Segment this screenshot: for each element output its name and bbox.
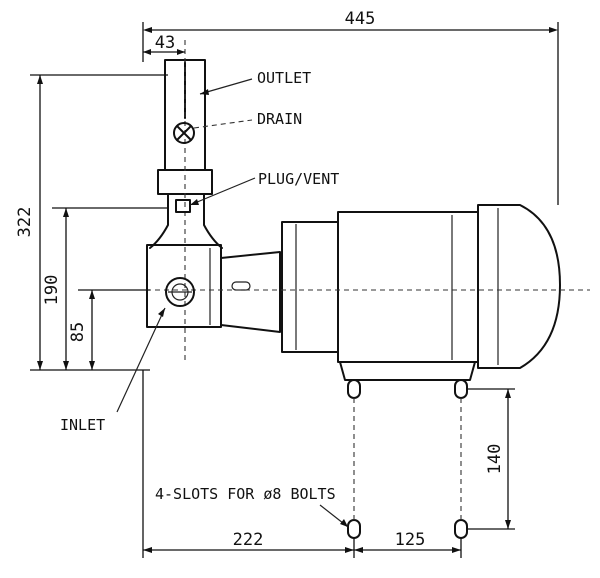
label-outlet: OUTLET [257,69,311,87]
volute-casing [146,244,222,328]
slot-front-top [347,379,361,399]
adapter-bracket [220,251,281,333]
dim-125: 125 [395,530,426,550]
dim-bottom: 222 125 [142,370,462,558]
motor-feet [339,361,476,381]
slot-rear-top [454,379,468,399]
dim-190: 190 [42,275,62,306]
callout-leaders [116,78,349,528]
slot-rear-bottom [454,519,468,539]
pump-outline [128,40,590,381]
label-plug-vent: PLUG/VENT [258,170,339,188]
mounting-slots [347,379,468,539]
dim-140: 140 [485,444,505,475]
label-drain: DRAIN [257,110,302,128]
drain-symbol [173,122,195,144]
dim-outlet-offset: 43 [143,33,185,55]
slot-front-bottom [347,519,361,539]
port-symbols [165,122,195,307]
motor-flange [281,221,339,353]
plug-vent-symbol [175,199,191,213]
dim-overall-length: 445 [142,9,559,205]
motor-body [337,211,479,363]
dim-222: 222 [233,530,264,550]
dim-445: 445 [345,9,376,29]
dim-foot-width: 140 [468,388,515,530]
label-slots: 4-SLOTS FOR ø8 BOLTS [155,485,336,503]
dim-43: 43 [155,33,175,53]
motor-end-cap [477,204,561,369]
label-inlet: INLET [60,416,105,434]
inlet-port [165,277,195,307]
dim-85: 85 [68,322,88,342]
outlet-collar [157,169,213,195]
dim-verticals: 322 190 85 [15,74,168,371]
dim-322: 322 [15,207,35,238]
